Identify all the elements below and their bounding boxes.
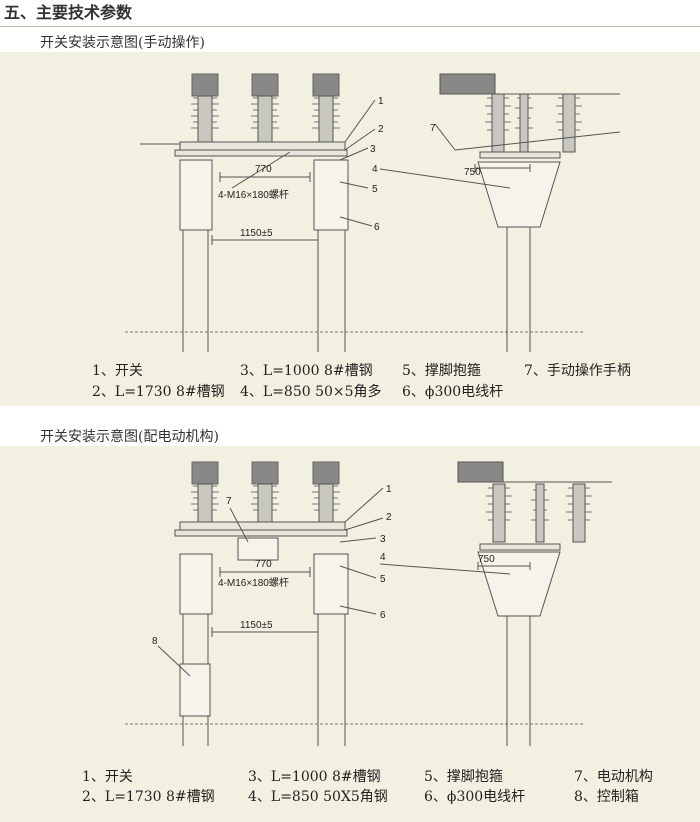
motor-mechanism — [237, 537, 279, 561]
callout-3: 3 — [370, 144, 376, 155]
f1-legend-1-3: 5、撑脚抱箍 — [402, 363, 481, 379]
callout-6: 6 — [380, 610, 386, 621]
figure2-panel: 1 2 3 4 5 6 7 8 770 750 1150±5 4-M16×180… — [0, 446, 700, 822]
dim-bolt: 4-M16×180螺杆 — [218, 189, 289, 201]
callout-5: 5 — [380, 574, 386, 585]
f1-legend-2-3: 6、ϕ300电线杆 — [402, 384, 504, 400]
callout-5: 5 — [372, 184, 378, 195]
figure1-title: 开关安装示意图(手动操作) — [40, 35, 205, 51]
dim-1150: 1150±5 — [240, 228, 273, 239]
f2-legend-2-2: 4、L=850 50X5角钢 — [248, 789, 388, 805]
f2-legend-2-4: 8、控制箱 — [574, 789, 639, 805]
dim-750: 750 — [464, 167, 481, 178]
insulator-1 — [191, 73, 219, 143]
insulator-3 — [312, 73, 340, 143]
f1-legend-2-1: 2、L=1730 8#槽钢 — [92, 384, 225, 400]
f2-legend-1-2: 3、L=1000 8#槽钢 — [248, 769, 381, 785]
f2-legend-2-3: 6、ϕ300电线杆 — [424, 789, 526, 805]
callout-4: 4 — [380, 552, 386, 563]
dim-750: 750 — [478, 554, 495, 565]
f1-legend-2-2: 4、L=850 50×5角多 — [240, 384, 382, 400]
section-divider — [0, 26, 700, 27]
figure2-drawing: 1 2 3 4 5 6 7 8 770 750 1150±5 4-M16×180… — [125, 461, 612, 746]
side-insulators — [485, 93, 582, 153]
callout-2: 2 — [378, 124, 384, 135]
callout-1: 1 — [386, 484, 392, 495]
dim-1150: 1150±5 — [240, 620, 273, 631]
callout-1: 1 — [378, 96, 384, 107]
f2-legend-1-3: 5、撑脚抱箍 — [424, 769, 503, 785]
control-box — [179, 663, 211, 717]
f2-legend-2-1: 2、L=1730 8#槽钢 — [82, 789, 215, 805]
f2-legend-1-1: 1、开关 — [82, 769, 133, 785]
callout-6: 6 — [374, 222, 380, 233]
insulator-1 — [191, 461, 219, 523]
handle-rod — [454, 131, 621, 151]
callout-3: 3 — [380, 534, 386, 545]
f2-legend-1-4: 7、电动机构 — [574, 769, 653, 785]
insulator-2 — [251, 73, 279, 143]
dim-770: 770 — [255, 559, 272, 570]
f1-legend-1-2: 3、L=1000 8#槽钢 — [240, 363, 373, 379]
f1-legend-1-1: 1、开关 — [92, 363, 143, 379]
callout-4: 4 — [372, 164, 378, 175]
callout-2: 2 — [386, 512, 392, 523]
dim-bolt: 4-M16×180螺杆 — [218, 577, 289, 589]
section-title: 五、主要技术参数 — [4, 3, 133, 22]
insulator-3 — [312, 461, 340, 523]
dim-770: 770 — [255, 164, 272, 175]
figure2-title: 开关安装示意图(配电动机构) — [40, 429, 219, 445]
figure1-drawing: 1 2 3 4 5 6 7 770 750 1150±5 4-M16×180螺杆 — [125, 73, 621, 352]
callout-8: 8 — [152, 636, 158, 647]
callout-7: 7 — [226, 496, 232, 507]
insulator-2 — [251, 461, 279, 523]
figure1-panel: 1 2 3 4 5 6 7 770 750 1150±5 4-M16×180螺杆 — [0, 52, 700, 406]
callout-7: 7 — [430, 123, 436, 134]
f1-legend-1-4: 7、手动操作手柄 — [524, 363, 631, 379]
